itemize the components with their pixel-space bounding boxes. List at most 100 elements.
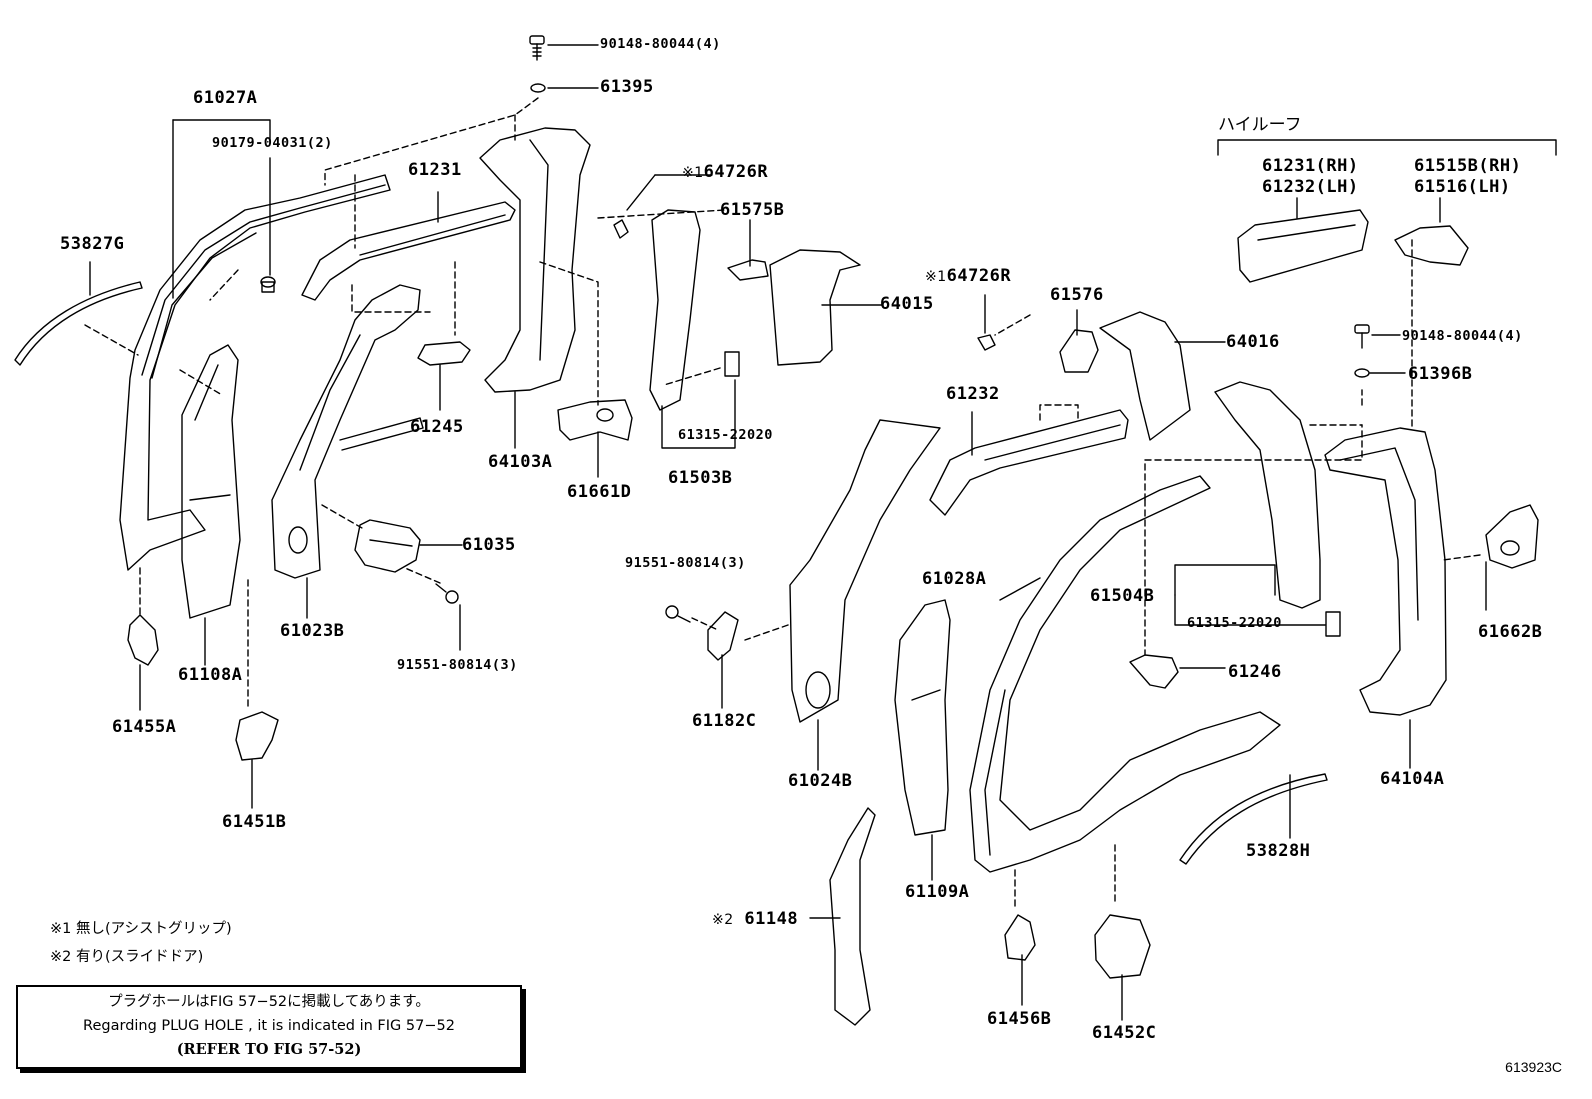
label-61148: ※2 61148 bbox=[712, 911, 798, 928]
label-61396b: 61396B bbox=[1408, 364, 1473, 384]
note-1: ※1 無し(アシストグリップ) bbox=[50, 921, 232, 937]
info-line-english: Regarding PLUG HOLE , it is indicated in… bbox=[83, 1018, 455, 1034]
note-2: ※2 有り(スライドドア) bbox=[50, 949, 204, 965]
label-61232: 61232 bbox=[946, 384, 1000, 404]
label-61662b: 61662B bbox=[1478, 622, 1543, 642]
label-90148-right: 90148-80044(4) bbox=[1402, 328, 1523, 344]
label-53827g: 53827G bbox=[60, 234, 125, 254]
label-91551-b: 91551-80814(3) bbox=[625, 555, 746, 571]
label-61148-text: 61148 bbox=[744, 909, 799, 929]
pillar-64103a bbox=[479, 127, 591, 393]
pillar-61108a bbox=[181, 344, 241, 619]
marker-2: ※2 bbox=[712, 912, 734, 928]
label-61315-a: 61315-22020 bbox=[678, 427, 773, 443]
label-90148-top: 90148-80044(4) bbox=[600, 36, 721, 52]
label-61661d: 61661D bbox=[567, 482, 632, 502]
bracket-61245 bbox=[417, 341, 471, 366]
bracket-61661d bbox=[557, 399, 633, 441]
label-61027a: 61027A bbox=[193, 88, 258, 108]
pillar-61023b bbox=[271, 284, 421, 579]
label-61232-lh: 61232(LH) bbox=[1262, 177, 1359, 197]
label-61516-lh: 61516(LH) bbox=[1414, 177, 1511, 197]
washer-icon bbox=[530, 83, 546, 93]
label-61109a: 61109A bbox=[905, 882, 970, 902]
hinge-61035 bbox=[354, 519, 421, 573]
label-64726r-b-text: 64726R bbox=[946, 266, 1012, 286]
label-61182c: 61182C bbox=[692, 711, 757, 731]
weatherstrip-53828h bbox=[1179, 773, 1328, 865]
label-61452c: 61452C bbox=[1092, 1023, 1157, 1043]
label-61024b: 61024B bbox=[788, 771, 853, 791]
label-61456b: 61456B bbox=[987, 1009, 1052, 1029]
weatherstrip-53827g bbox=[14, 281, 143, 366]
label-91551-a: 91551-80814(3) bbox=[397, 657, 518, 673]
marker-1: ※1 bbox=[682, 165, 704, 181]
label-61245: 61245 bbox=[410, 417, 464, 437]
plug-hole-info-box: プラグホールはFIG 57−52に掲載してあります。 Regarding PLU… bbox=[16, 985, 522, 1069]
label-61108a: 61108A bbox=[178, 665, 243, 685]
bracket-61452c bbox=[1094, 914, 1151, 979]
bolt-icon-d bbox=[1354, 324, 1370, 349]
bracket-61246 bbox=[1129, 654, 1179, 689]
info-line-japanese: プラグホールはFIG 57−52に掲載してあります。 bbox=[108, 994, 430, 1010]
label-61503b: 61503B bbox=[668, 468, 733, 488]
clip-icon-a bbox=[613, 219, 629, 239]
info-line-refer: (REFER TO FIG 57-52) bbox=[176, 1041, 362, 1058]
bracket-61182c bbox=[707, 611, 739, 661]
label-64016: 64016 bbox=[1226, 332, 1280, 352]
label-61451b: 61451B bbox=[222, 812, 287, 832]
panel-61028a bbox=[969, 475, 1281, 873]
label-highroof: ハイルーフ bbox=[1218, 115, 1302, 135]
clip-icon bbox=[260, 276, 276, 293]
panel-61027a bbox=[119, 174, 391, 571]
pillar-61504b bbox=[1214, 381, 1321, 609]
washer-icon-b bbox=[1354, 368, 1370, 378]
label-61231: 61231 bbox=[408, 160, 462, 180]
roof-rail-61231 bbox=[301, 201, 516, 301]
label-61504b: 61504B bbox=[1090, 586, 1155, 606]
bolt-icon-b bbox=[435, 583, 459, 604]
label-64726r-a: ※164726R bbox=[682, 164, 768, 181]
label-64015: 64015 bbox=[880, 294, 934, 314]
pillar-64104a bbox=[1324, 427, 1447, 716]
dashed-lines bbox=[84, 97, 1481, 911]
label-61028a: 61028A bbox=[922, 569, 987, 589]
bracket-61455a bbox=[127, 614, 159, 666]
bolt-icon bbox=[529, 35, 545, 61]
label-64726r-a-text: 64726R bbox=[703, 162, 769, 182]
bolt-icon-c bbox=[665, 605, 691, 623]
bracket-61575b bbox=[727, 259, 769, 281]
label-61246: 61246 bbox=[1228, 662, 1282, 682]
label-90179: 90179-04031(2) bbox=[212, 135, 333, 151]
label-61231-rh: 61231(RH) bbox=[1262, 156, 1359, 176]
label-61515b-rh: 61515B(RH) bbox=[1414, 156, 1522, 176]
pillar-61148 bbox=[829, 807, 876, 1026]
label-64103a: 64103A bbox=[488, 452, 553, 472]
clip-icon-b bbox=[977, 334, 996, 351]
bracket-61451b bbox=[235, 711, 279, 761]
bracket-61456b bbox=[1004, 914, 1036, 961]
bracket-61515b bbox=[1394, 225, 1469, 266]
label-61035: 61035 bbox=[462, 535, 516, 555]
pillar-64016 bbox=[1099, 311, 1191, 441]
label-61315-b: 61315-22020 bbox=[1187, 615, 1282, 631]
parts-drawings bbox=[14, 35, 1539, 1026]
label-61455a: 61455A bbox=[112, 717, 177, 737]
label-61576: 61576 bbox=[1050, 285, 1104, 305]
bracket-61662b bbox=[1485, 504, 1539, 569]
label-64726r-b: ※164726R bbox=[925, 268, 1011, 285]
pillar-61024b bbox=[789, 419, 941, 723]
label-61575b: 61575B bbox=[720, 200, 785, 220]
label-61023b: 61023B bbox=[280, 621, 345, 641]
label-64104a: 64104A bbox=[1380, 769, 1445, 789]
label-61395: 61395 bbox=[600, 77, 654, 97]
figure-code: 613923C bbox=[1505, 1059, 1562, 1075]
roof-rail-61232 bbox=[929, 409, 1129, 516]
leader-lines bbox=[89, 44, 1557, 1021]
pillar-61109a bbox=[894, 599, 951, 836]
pillar-61503b bbox=[649, 209, 701, 411]
pillar-64015 bbox=[769, 249, 861, 366]
label-53828h: 53828H bbox=[1246, 841, 1311, 861]
bracket-61576 bbox=[1059, 329, 1099, 373]
